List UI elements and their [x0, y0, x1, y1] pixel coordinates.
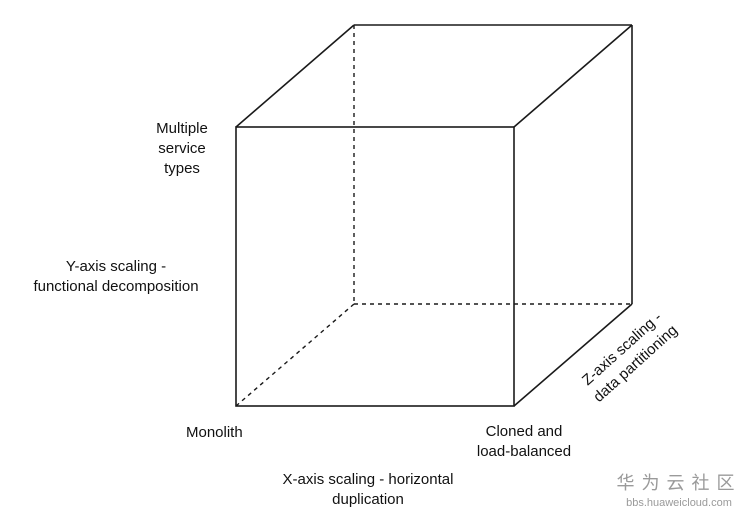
watermark-url: bbs.huaweicloud.com [626, 497, 732, 509]
x-axis-label-line-2: duplication [332, 491, 404, 508]
y-axis-label-line-1: Y-axis scaling - [65, 258, 167, 275]
multiple-service-types-line-3: types [164, 160, 200, 177]
cloned-label-line-2: load-balanced [476, 443, 572, 460]
cube-bottom-right-depth-edge [513, 303, 633, 407]
x-axis-label-line-1: X-axis scaling - horizontal [282, 471, 454, 488]
monolith-label: Monolith [186, 424, 243, 441]
cube-top-right-depth-edge [513, 24, 633, 128]
multiple-service-types-line-2: service [158, 140, 206, 157]
cube-hidden-depth-edge [235, 303, 355, 407]
y-axis-label: Y-axis scaling - functional decompositio… [0, 257, 232, 297]
multiple-service-types-line-1: Multiple [156, 120, 208, 137]
cube-top-left-depth-edge [235, 24, 355, 128]
multiple-service-types-label: Multiple service types [130, 119, 234, 179]
y-axis-label-line-2: functional decomposition [33, 278, 199, 295]
cloned-load-balanced-label: Cloned and load-balanced [468, 422, 580, 462]
watermark-brand: 华为云社区 [616, 473, 742, 494]
cloned-label-line-1: Cloned and [485, 423, 563, 440]
cube-front-face [235, 126, 515, 407]
x-axis-label: X-axis scaling - horizontal duplication [240, 470, 496, 510]
watermark: 华为云社区 bbs.huaweicloud.com [614, 472, 744, 510]
